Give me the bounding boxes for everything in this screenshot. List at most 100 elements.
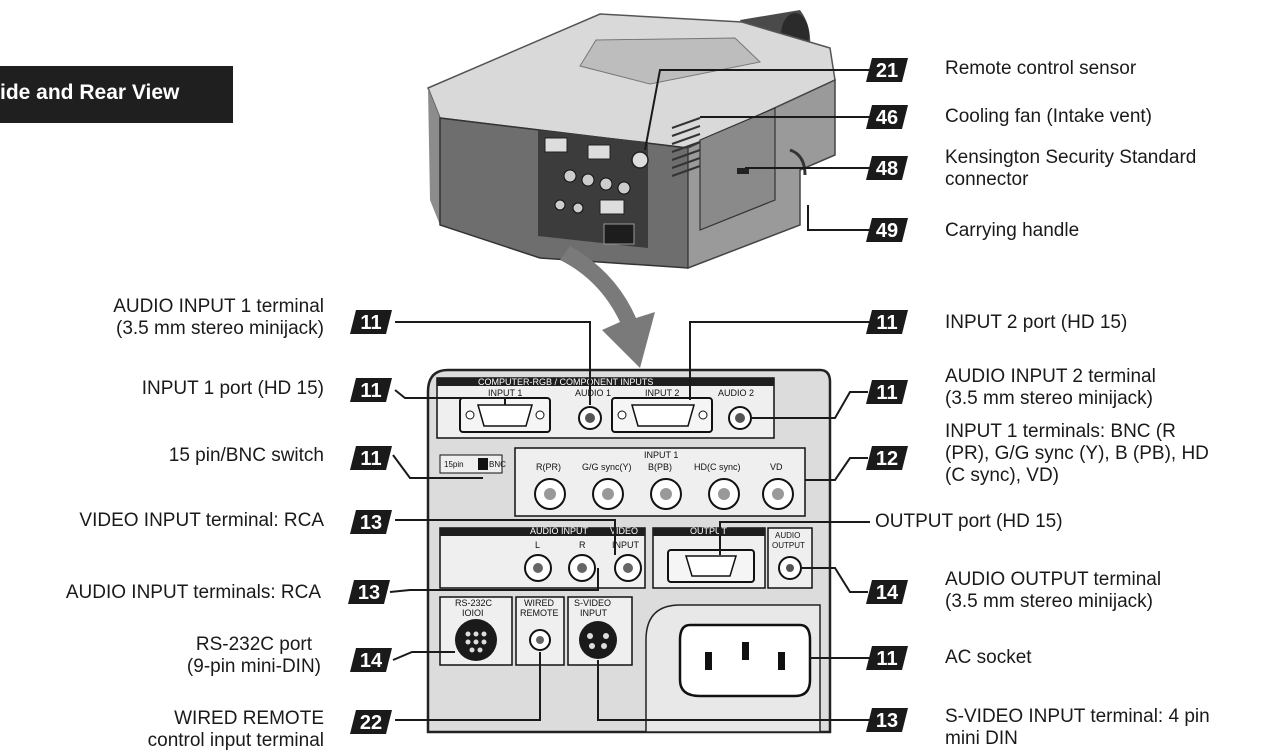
badge-number: 21 bbox=[876, 60, 898, 82]
panel-bnc-group: INPUT 1 bbox=[644, 450, 678, 460]
panel-switch-bnc: BNC bbox=[489, 460, 506, 469]
label-video-input: VIDEO INPUT terminal: RCA bbox=[79, 510, 324, 531]
badge-shape bbox=[350, 510, 392, 534]
badge-number: 13 bbox=[358, 582, 380, 604]
label-audio-input1: AUDIO INPUT 1 terminal(3.5 mm stereo min… bbox=[113, 296, 324, 339]
label-rs232c: RS-232C port(9-pin mini-DIN) bbox=[186, 634, 321, 677]
badge-l48: 48 bbox=[866, 156, 908, 180]
badge-la1: 11 bbox=[350, 310, 392, 334]
badge-laout: 14 bbox=[866, 580, 908, 604]
panel-svideo-2: INPUT bbox=[580, 608, 608, 618]
label-remote-sensor: Remote control sensor bbox=[945, 58, 1137, 79]
badge-shape bbox=[866, 310, 908, 334]
badge-lin1: 11 bbox=[350, 378, 392, 402]
panel-header: COMPUTER-RGB / COMPONENT INPUTS bbox=[478, 377, 653, 387]
badge-laud: 13 bbox=[348, 580, 390, 604]
panel-svideo-1: S-VIDEO bbox=[574, 598, 611, 608]
badge-number: 14 bbox=[876, 582, 899, 604]
badge-l46: 46 bbox=[866, 105, 908, 129]
badge-shape bbox=[350, 310, 392, 334]
badge-lvid: 13 bbox=[350, 510, 392, 534]
badge-number: 13 bbox=[876, 710, 898, 732]
panel-audio2: AUDIO 2 bbox=[718, 388, 754, 398]
badge-shape bbox=[866, 646, 908, 670]
badge-lin2: 11 bbox=[866, 310, 908, 334]
badge-number: 48 bbox=[876, 158, 898, 180]
badge-shape bbox=[866, 105, 908, 129]
badge-lbnc: 12 bbox=[866, 446, 908, 470]
badge-number: 11 bbox=[876, 382, 897, 404]
label-ac-socket: AC socket bbox=[945, 647, 1032, 668]
label-audio-input2: AUDIO INPUT 2 terminal(3.5 mm stereo min… bbox=[945, 366, 1156, 409]
badge-lsv: 13 bbox=[866, 708, 908, 732]
zoom-arrow bbox=[560, 246, 655, 368]
panel-bnc-2: B(PB) bbox=[648, 462, 672, 472]
panel-wired-2: REMOTE bbox=[520, 608, 559, 618]
panel-rs232c-sym: IOIOI bbox=[462, 608, 484, 618]
badge-number: 11 bbox=[360, 312, 381, 334]
badge-number: 13 bbox=[360, 512, 382, 534]
panel-bnc-3: HD(C sync) bbox=[694, 462, 741, 472]
section-title-bar: ide and Rear View bbox=[0, 66, 233, 123]
panel-audio-output-2: OUTPUT bbox=[772, 541, 805, 550]
badge-shape bbox=[866, 708, 908, 732]
badge-la2: 11 bbox=[866, 380, 908, 404]
panel-switch-15pin: 15pin bbox=[444, 460, 464, 469]
panel-rs232c: RS-232C bbox=[455, 598, 493, 608]
badge-lsw: 11 bbox=[350, 446, 392, 470]
panel-audio-r: R bbox=[579, 540, 586, 550]
label-audio-output: AUDIO OUTPUT terminal(3.5 mm stereo mini… bbox=[945, 569, 1162, 612]
panel-audio-input: AUDIO INPUT bbox=[530, 526, 589, 536]
badge-shape bbox=[350, 710, 392, 734]
section-title: ide and Rear View bbox=[0, 81, 180, 104]
badge-shape bbox=[866, 446, 908, 470]
badge-number: 49 bbox=[876, 220, 898, 242]
badge-l49: 49 bbox=[866, 218, 908, 242]
panel-audio1: AUDIO 1 bbox=[575, 388, 611, 398]
label-input1-port: INPUT 1 port (HD 15) bbox=[141, 378, 324, 399]
panel-wired-1: WIRED bbox=[524, 598, 554, 608]
badge-number: 12 bbox=[876, 448, 898, 470]
panel-audio-l: L bbox=[535, 540, 540, 550]
label-carrying-handle: Carrying handle bbox=[945, 220, 1080, 241]
label-bnc-terminals: INPUT 1 terminals: BNC (R(PR), G/G sync … bbox=[945, 421, 1209, 486]
badge-number: 11 bbox=[360, 380, 381, 402]
panel-output: OUTPUT bbox=[690, 526, 728, 536]
leader-lines bbox=[389, 69, 870, 721]
badge-lac: 11 bbox=[866, 646, 908, 670]
badge-shape bbox=[866, 218, 908, 242]
panel-bnc-4: VD bbox=[770, 462, 783, 472]
badge-number: 46 bbox=[876, 107, 898, 129]
badge-lrs: 14 bbox=[350, 648, 392, 672]
badge-number: 11 bbox=[876, 648, 897, 670]
projector-illustration bbox=[427, 10, 836, 270]
badge-shape bbox=[866, 156, 908, 180]
panel-input1: INPUT 1 bbox=[488, 388, 522, 398]
badge-number: 11 bbox=[876, 312, 897, 334]
panel-video-input: INPUT bbox=[612, 540, 640, 550]
label-cooling-fan: Cooling fan (Intake vent) bbox=[945, 106, 1153, 127]
badge-number: 14 bbox=[360, 650, 383, 672]
badge-shape bbox=[350, 446, 392, 470]
label-switch: 15 pin/BNC switch bbox=[168, 445, 324, 466]
badge-layer: 21 46 48 49 11 11 11 13 13 14 22 11 11 12 14 11 13 bbox=[348, 58, 908, 734]
badge-shape bbox=[866, 580, 908, 604]
badge-l21: 21 bbox=[866, 58, 908, 82]
badge-shape bbox=[866, 58, 908, 82]
label-output-port: OUTPUT port (HD 15) bbox=[875, 511, 1063, 532]
panel-bnc-0: R(PR) bbox=[536, 462, 561, 472]
badge-number: 11 bbox=[360, 448, 381, 470]
badge-number: 22 bbox=[360, 712, 382, 734]
panel-input2: INPUT 2 bbox=[645, 388, 679, 398]
rear-panel: COMPUTER-RGB / COMPONENT INPUTS INPUT 1 … bbox=[426, 368, 832, 734]
panel-bnc-1: G/G sync(Y) bbox=[582, 462, 632, 472]
label-input2-port: INPUT 2 port (HD 15) bbox=[945, 312, 1128, 333]
badge-shape bbox=[350, 648, 392, 672]
badge-shape bbox=[866, 380, 908, 404]
label-audio-inputs-rca: AUDIO INPUT terminals: RCA bbox=[65, 582, 321, 603]
badge-shape bbox=[348, 580, 390, 604]
